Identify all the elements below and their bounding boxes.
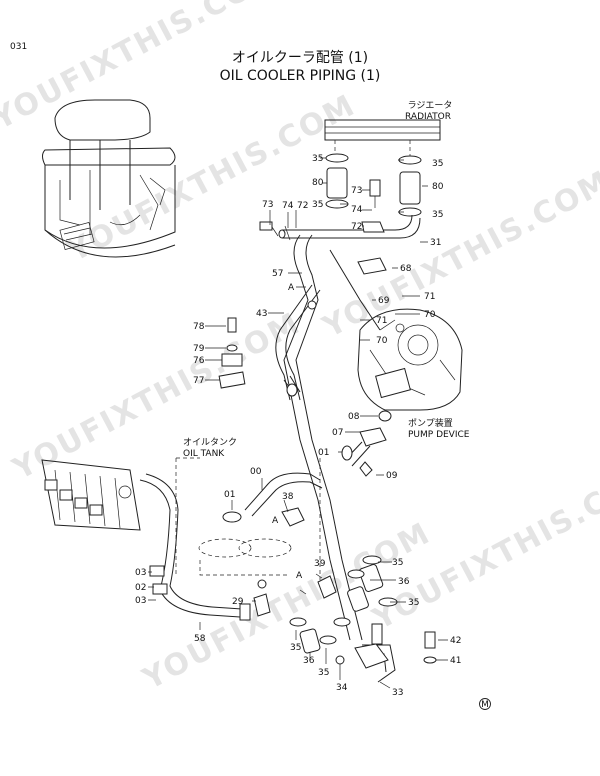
part-number-72: 72 <box>297 201 308 211</box>
part-number-35: 35 <box>432 210 443 220</box>
return-hose-58 <box>139 473 251 621</box>
part-number-73: 73 <box>351 186 362 196</box>
part-number-35: 35 <box>290 643 301 653</box>
part-number-00: 00 <box>250 467 262 477</box>
part-number-34: 34 <box>336 683 348 693</box>
part-number-03: 03 <box>135 596 146 606</box>
part-number-02: 02 <box>135 583 146 593</box>
part-number-35: 35 <box>312 154 323 164</box>
reference-mark-a: A <box>296 571 303 581</box>
oil-tank-label-en: OIL TANK <box>183 449 225 459</box>
part-number-58: 58 <box>194 634 206 644</box>
leader-lines <box>148 157 448 689</box>
reference-mark-a: A <box>288 283 295 293</box>
part-number-76: 76 <box>193 356 205 366</box>
title-japanese: オイルクーラ配管 (1) <box>232 50 368 66</box>
part-number-31: 31 <box>430 238 441 248</box>
part-number-43: 43 <box>256 309 267 319</box>
oil-tank-outline <box>175 457 321 580</box>
part-number-08: 08 <box>348 412 360 422</box>
part-number-72: 72 <box>351 222 362 232</box>
model-mark-letter: M <box>481 700 489 710</box>
tank-hose-00 <box>222 472 337 617</box>
part-number-03: 03 <box>135 568 146 578</box>
part-number-69: 69 <box>378 296 390 306</box>
part-number-35: 35 <box>392 558 403 568</box>
part-number-71: 71 <box>376 316 387 326</box>
part-number-41: 41 <box>450 656 461 666</box>
part-number-39: 39 <box>314 559 326 569</box>
part-number-57: 57 <box>272 269 283 279</box>
part-number-70: 70 <box>424 310 436 320</box>
oil-tank-label-jp: オイルタンク <box>183 437 237 448</box>
main-pipe-runs <box>275 234 381 641</box>
page-number: 031 <box>10 42 27 52</box>
part-number-73: 73 <box>262 200 273 210</box>
pump-label-en: PUMP DEVICE <box>408 430 470 440</box>
pump-device-illustration <box>357 308 463 411</box>
pump-label-jp: ポンプ装置 <box>408 417 453 429</box>
part-number-35: 35 <box>312 200 323 210</box>
control-valve-illustration <box>41 459 141 531</box>
part-number-29: 29 <box>232 597 244 607</box>
radiator-label-jp: ラジエータ <box>408 100 453 111</box>
watermark-text: YOUFIXTHIS.COM <box>6 306 306 488</box>
part-number-79: 79 <box>193 344 205 354</box>
part-number-07: 07 <box>332 428 343 438</box>
part-number-33: 33 <box>392 688 403 698</box>
clamp-bracket-parts <box>218 317 301 397</box>
part-number-77: 77 <box>193 376 204 386</box>
part-number-35: 35 <box>408 598 419 608</box>
part-number-68: 68 <box>400 264 412 274</box>
part-number-01: 01 <box>224 490 235 500</box>
part-number-36: 36 <box>303 656 315 666</box>
part-number-74: 74 <box>351 205 363 215</box>
part-number-38: 38 <box>282 492 294 502</box>
part-number-35: 35 <box>318 668 329 678</box>
part-number-01: 01 <box>318 448 329 458</box>
part-callouts: 35 80 35 35 80 35 73 74 72 73 74 72 31 6… <box>135 154 461 698</box>
part-number-78: 78 <box>193 322 205 332</box>
reference-mark-a: A <box>272 516 279 526</box>
part-number-09: 09 <box>386 471 398 481</box>
part-number-80: 80 <box>432 182 444 192</box>
part-number-35: 35 <box>432 159 443 169</box>
part-number-74: 74 <box>282 201 294 211</box>
part-number-42: 42 <box>450 636 461 646</box>
title-english: OIL COOLER PIPING (1) <box>220 68 381 84</box>
part-number-80: 80 <box>312 178 324 188</box>
upper-hose-assembly <box>259 153 422 275</box>
part-number-70: 70 <box>376 336 388 346</box>
part-number-71: 71 <box>424 292 435 302</box>
model-mark-icon: M <box>479 698 491 710</box>
part-number-36: 36 <box>398 577 410 587</box>
radiator-label-en: RADIATOR <box>405 112 451 122</box>
machine-overview-illustration <box>42 99 176 258</box>
pump-fitting-07 <box>341 410 392 477</box>
lower-hose-assembly <box>289 555 437 683</box>
